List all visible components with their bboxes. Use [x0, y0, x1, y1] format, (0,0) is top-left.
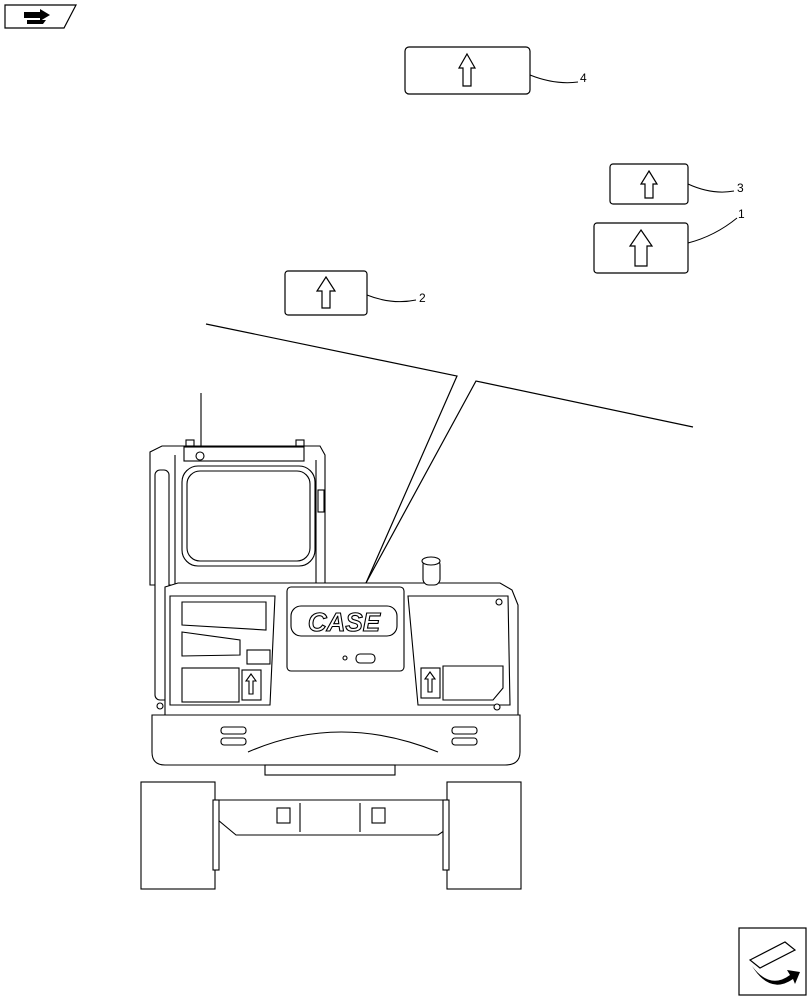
up-arrow-icon [457, 52, 477, 87]
up-arrow-icon [628, 228, 654, 267]
excavator-rear-view: CASE [140, 393, 522, 890]
decal-2 [284, 270, 417, 316]
detail-pointer-lines [205, 323, 694, 584]
up-arrow-icon [315, 275, 337, 309]
page-forward-arrow-icon[interactable] [738, 927, 807, 996]
callout-label-1: 1 [738, 207, 745, 221]
folder-arrow-icon[interactable] [4, 4, 77, 29]
decal-3 [609, 163, 735, 205]
callout-label-2: 2 [419, 291, 426, 305]
brand-logo: CASE [308, 607, 381, 637]
callout-label-4: 4 [580, 71, 587, 85]
callout-label-3: 3 [737, 181, 744, 195]
up-arrow-icon [244, 673, 258, 695]
decal-1 [593, 217, 738, 274]
up-arrow-icon [423, 671, 437, 693]
up-arrow-icon [639, 169, 659, 199]
decal-4 [404, 46, 579, 95]
